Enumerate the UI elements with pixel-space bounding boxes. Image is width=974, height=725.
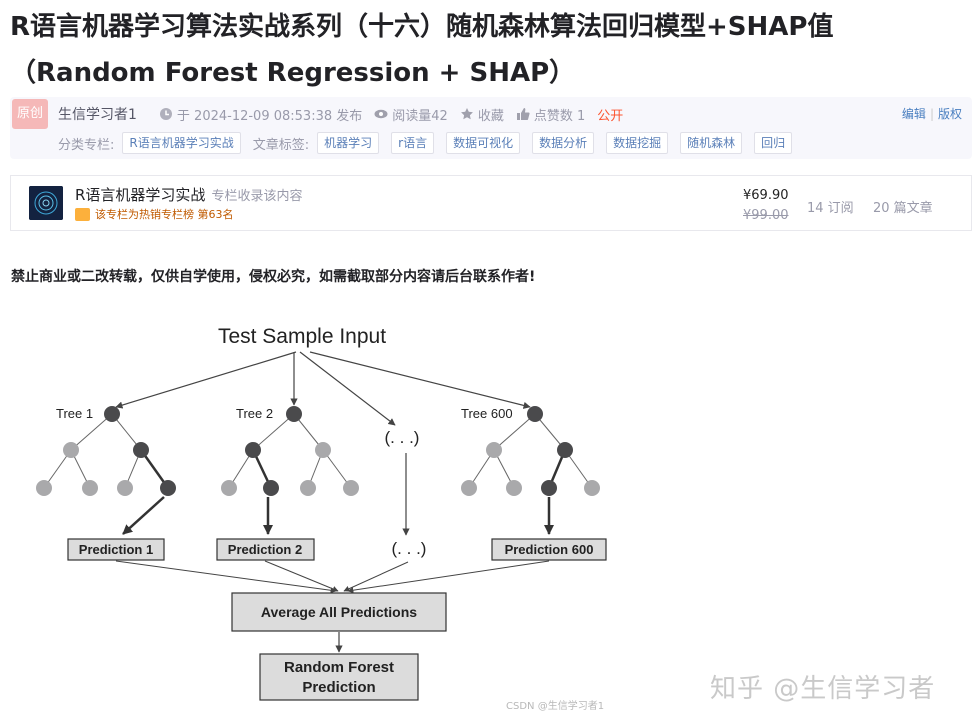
input-label: Test Sample Input [218,325,386,348]
tree-600 [461,406,600,535]
edit-link[interactable]: 编辑 [901,107,926,121]
prediction-1-box [67,538,165,561]
tags-label: 文章标签: [252,137,310,153]
column-card[interactable]: R语言机器学习实战专栏收录该内容 该专栏为热销专栏榜 第63名 ¥69.90 ¥… [10,175,972,231]
separator: | [929,107,934,121]
random-forest-diagram: Test Sample Input [10,310,970,715]
tag-data-mining[interactable]: 数据挖掘 [606,132,669,154]
article-meta-bar: 原创 生信学习者1 于 2024-12-09 08:53:38 发布 阅读量42… [10,97,972,159]
csdn-watermark: CSDN @生信学习者1 [506,701,605,712]
column-article-count: 20 篇文章 [873,201,933,216]
prediction-600-box [491,538,607,561]
meta-tags-row: 分类专栏: R语言机器学习实战 文章标签: 机器学习 r语言 数据可视化 数据分… [58,131,804,155]
tree-1 [36,406,176,535]
diagram-svg: Test Sample Input [36,325,607,701]
tag-random-forest[interactable]: 随机森林 [680,132,743,154]
column-subscriptions: 14 订阅 [807,201,854,216]
tag-data-analysis[interactable]: 数据分析 [532,132,595,154]
average-label: Average All Predictions [261,604,417,620]
column-thumbnail [29,186,63,220]
column-original-price: ¥99.00 [743,208,789,223]
result-label-line2: Prediction [302,679,375,696]
tag-regression[interactable]: 回归 [754,132,793,154]
tree-2-label: Tree 2 [236,406,273,421]
tag-r-language[interactable]: r语言 [391,132,435,154]
prediction-2-box [216,538,315,561]
tree-2 [221,406,359,535]
original-badge: 原创 [12,99,48,129]
prediction-2-label: Prediction 2 [228,542,302,557]
tag-machine-learning[interactable]: 机器学习 [317,132,380,154]
star-icon [460,108,473,120]
copyright-notice: 禁止商业或二改转载，仅供自学使用，侵权必究，如需截取部分内容请后台联系作者! [11,269,536,285]
visibility-label: 公开 [597,108,624,124]
meta-actions: 编辑|版权 [902,105,962,122]
fingerprint-icon [29,186,63,220]
hot-icon [75,207,90,221]
clock-icon [159,108,172,120]
input-arrows [115,351,531,426]
result-box [259,653,419,701]
hot-column-badge: 该专栏为热销专栏榜 第63名 [75,206,234,222]
category-tag[interactable]: R语言机器学习实战 [122,132,241,154]
prediction-600-label: Prediction 600 [505,542,594,557]
prediction-1-label: Prediction 1 [79,542,153,557]
article-title: R语言机器学习算法实战系列（十六）随机森林算法回归模型+SHAP值（Random… [10,12,834,88]
tree-ellipsis: (. . .) [385,428,420,447]
zhihu-watermark: 知乎 @生信学习者 [710,674,936,704]
like-button[interactable]: 点赞数 1 [516,105,585,124]
column-price: ¥69.90 [743,188,789,203]
column-title[interactable]: R语言机器学习实战专栏收录该内容 [75,186,303,204]
result-label-line1: Random Forest [284,659,394,676]
category-label: 分类专栏: [58,137,115,153]
average-box [231,592,447,632]
author-link[interactable]: 生信学习者1 [58,107,137,123]
publish-time: 于 2024-12-09 08:53:38 发布 [159,105,362,124]
prediction-ellipsis: (. . .) [392,539,427,558]
copyright-link[interactable]: 版权 [937,107,962,121]
eye-icon [374,109,388,119]
meta-info-row: 生信学习者1 于 2024-12-09 08:53:38 发布 阅读量42 收藏… [58,103,623,125]
view-count: 阅读量42 [374,105,448,124]
favorite-button[interactable]: 收藏 [460,105,504,124]
aggregation-arrows [115,560,550,594]
tag-data-visualization[interactable]: 数据可视化 [446,132,521,154]
thumbs-up-icon [516,108,530,120]
tree-600-label: Tree 600 [461,406,513,421]
tree-1-label: Tree 1 [56,406,93,421]
